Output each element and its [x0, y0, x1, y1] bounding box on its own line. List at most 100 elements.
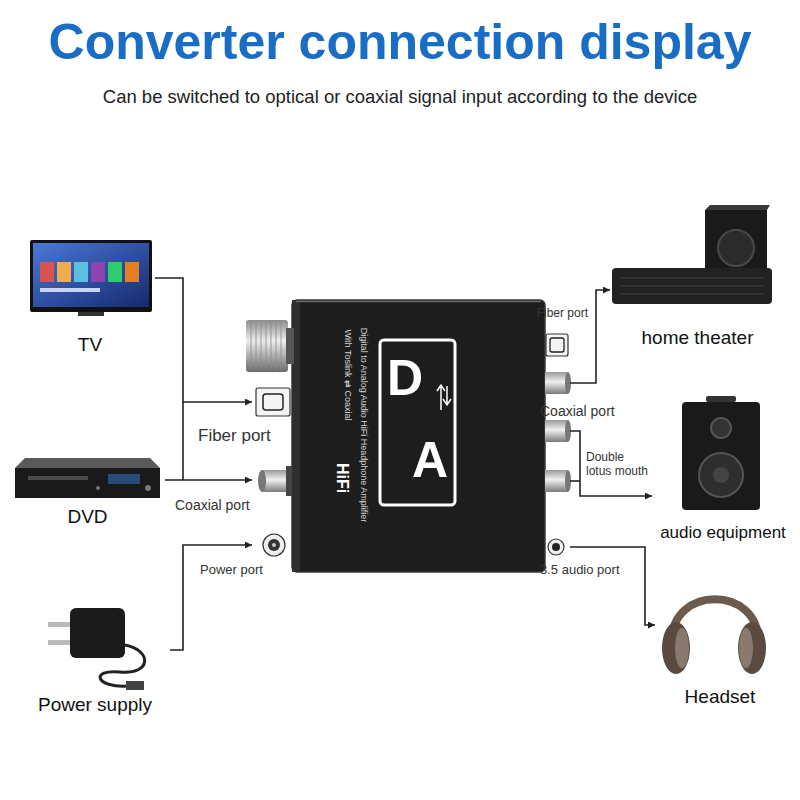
home-theater-icon [620, 286, 764, 287]
port-label: 3.5 audio port [540, 562, 620, 578]
dvd-player-icon [96, 486, 100, 490]
dvd-device: DVD [10, 455, 165, 529]
audio-equipment-device: audio equipment [652, 395, 794, 543]
coaxial-jack [258, 470, 266, 492]
volume-knob [281, 322, 282, 370]
home-theater-icon [612, 205, 772, 304]
dvd-player-icon [145, 485, 151, 491]
dvd-player-icon [28, 476, 88, 480]
headset-device: Headset [655, 585, 785, 709]
device-label: TV [78, 334, 102, 357]
home-theater-icon [612, 268, 772, 304]
tv-device: TV [25, 235, 155, 357]
tv-icon [33, 243, 149, 307]
optical-port [546, 334, 568, 356]
home-theater-icon [620, 294, 764, 295]
volume-knob [276, 322, 277, 370]
optical-port [550, 338, 564, 352]
home-theater-icon [718, 230, 754, 266]
product-subtitle: With Toslink ⇄ Coaxial [343, 330, 354, 421]
power-adapter-icon [70, 608, 125, 658]
device-label: Power supply [38, 694, 152, 717]
headphones-icon [739, 628, 753, 668]
port-label: Fiber port [537, 306, 588, 320]
device-label: DVD [67, 506, 107, 529]
optical-port [256, 388, 290, 416]
volume-knob [251, 322, 252, 370]
volume-knob [246, 320, 288, 372]
signal-connector [570, 431, 652, 496]
signal-connector [155, 278, 252, 402]
power-jack [268, 539, 280, 551]
speaker-icon [699, 453, 743, 497]
converter-box: Digital to Analog Audio HiFi Headphone A… [252, 300, 570, 575]
power-jack [263, 534, 285, 556]
logo-letter: D [387, 353, 423, 403]
headphones-icon [675, 628, 689, 668]
headphone-jack [548, 539, 564, 555]
headphone-jack [552, 543, 560, 551]
speaker-icon [682, 396, 760, 510]
coaxial-jack [286, 466, 292, 496]
product-description: Digital to Analog Audio HiFi Headphone A… [359, 328, 370, 523]
volume-knob [246, 320, 294, 372]
brand-mark: HiFi [332, 463, 351, 493]
speaker-icon [713, 467, 729, 483]
device-label: Headset [685, 686, 756, 709]
volume-knob [256, 322, 257, 370]
converter-housing [292, 300, 545, 572]
port-label: Fiber port [198, 426, 271, 446]
converter-housing [380, 340, 455, 505]
power-jack [263, 534, 285, 556]
power-adapter-icon [48, 622, 72, 627]
device-label: audio equipment [660, 523, 786, 543]
connector-group [155, 278, 655, 650]
speaker-icon [706, 396, 736, 402]
speaker-icon [711, 418, 731, 438]
wire [570, 480, 580, 482]
optical-port [546, 334, 568, 356]
wire [182, 402, 184, 480]
signal-connector [570, 547, 655, 625]
optical-port [263, 394, 283, 410]
signal-connector [165, 479, 252, 481]
converter-housing [296, 301, 541, 303]
signal-connector [570, 290, 610, 383]
rca-jack [545, 372, 568, 394]
home-theater-icon [620, 278, 764, 279]
headphones-icon [662, 622, 690, 674]
tv-icon [57, 262, 71, 282]
dvd-player-icon [15, 458, 160, 498]
tv-icon [40, 288, 100, 292]
page-title: Converter connection display [49, 12, 752, 72]
tv-icon [108, 262, 122, 282]
optical-port [256, 388, 290, 416]
tv-icon [78, 312, 104, 316]
page-subtitle: Can be switched to optical or coaxial si… [103, 86, 697, 108]
tv-icon [40, 262, 54, 282]
volume-knob [286, 328, 294, 364]
device-label: home theater [642, 327, 754, 350]
tv-icon [91, 262, 105, 282]
tv-icon [30, 240, 152, 312]
rca-jack [545, 470, 568, 492]
tv-icon [125, 262, 139, 282]
headphones-icon [662, 599, 766, 674]
converter-housing [437, 385, 451, 410]
tv-icon [30, 240, 152, 316]
power-adapter-icon [48, 640, 72, 645]
power-adapter-icon [126, 681, 144, 690]
rca-jack [545, 420, 568, 442]
home-theater-device: home theater [610, 200, 785, 350]
dvd-player-icon [15, 468, 160, 498]
coaxial-jack [258, 466, 292, 496]
power-jack [272, 543, 276, 547]
dvd-player-icon [108, 474, 140, 484]
tv-icon [74, 262, 88, 282]
wire [183, 402, 580, 481]
power-adapter-icon [100, 645, 145, 686]
headphones-icon [738, 622, 766, 674]
rca-jack [545, 372, 571, 492]
port-label: Coaxial port [175, 497, 250, 514]
